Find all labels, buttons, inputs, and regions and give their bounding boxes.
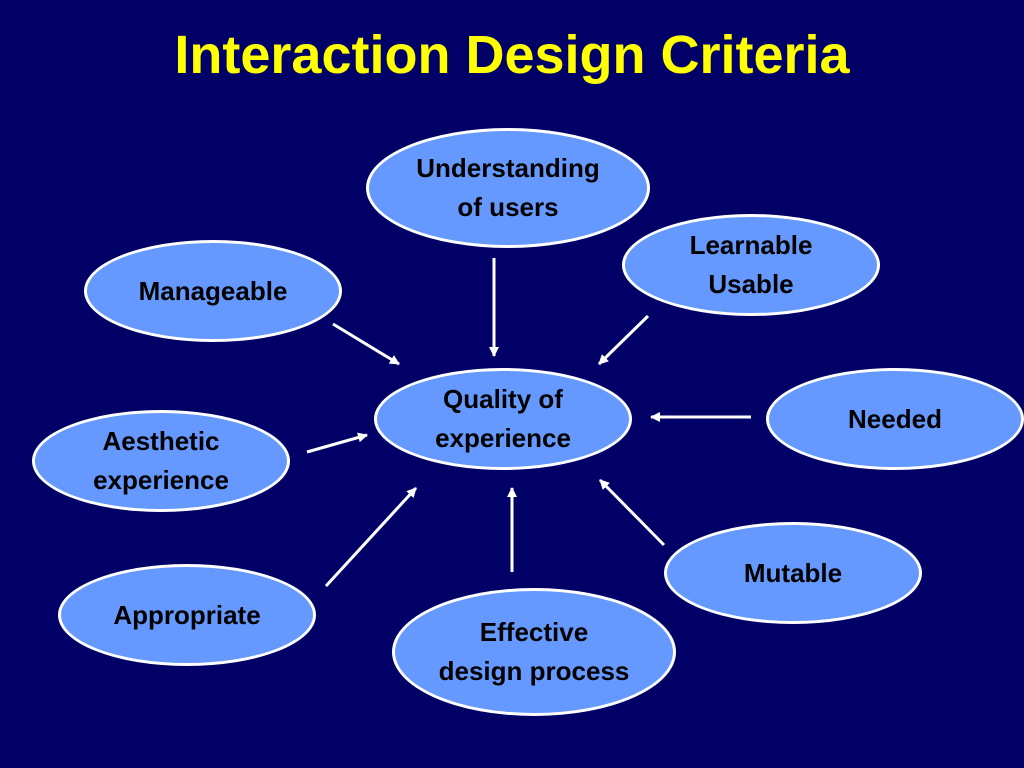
node-mutable: Mutable [664, 522, 922, 624]
node-label-line: experience [93, 465, 229, 495]
node-understanding-of-users: Understanding of users [366, 128, 650, 248]
node-label-line: Appropriate [113, 599, 261, 630]
node-label-line: Usable [708, 269, 794, 299]
arrow-mutable-to-center [598, 478, 666, 547]
arrow-appropriate-to-center [324, 486, 418, 588]
node-label-line: Quality of [443, 384, 563, 414]
node-label-line: Effective [479, 617, 589, 647]
arrow-manageable-to-center [332, 322, 400, 366]
node-label-line: Manageable [138, 275, 288, 306]
arrow-aesthetic-to-center [306, 432, 368, 454]
node-label-line: Aesthetic [102, 426, 220, 456]
node-label-line: Understanding [416, 153, 600, 183]
slide-title: Interaction Design Criteria [174, 25, 850, 85]
node-label-line: Learnable [689, 230, 813, 260]
node-quality-of-experience: Quality of experience [374, 368, 632, 470]
node-appropriate: Appropriate [58, 564, 316, 666]
node-manageable: Manageable [84, 240, 342, 342]
node-label-line: Needed [848, 403, 942, 434]
node-label-line: experience [435, 423, 571, 453]
node-label-line: design process [438, 656, 630, 686]
node-effective-design-process: Effective design process [392, 588, 676, 716]
node-label-line: of users [457, 192, 559, 222]
node-learnable-usable: Learnable Usable [622, 214, 880, 316]
node-aesthetic-experience: Aesthetic experience [32, 410, 290, 512]
arrow-learnable-to-center [597, 314, 650, 366]
node-label-line: Mutable [743, 557, 843, 588]
node-needed: Needed [766, 368, 1024, 470]
